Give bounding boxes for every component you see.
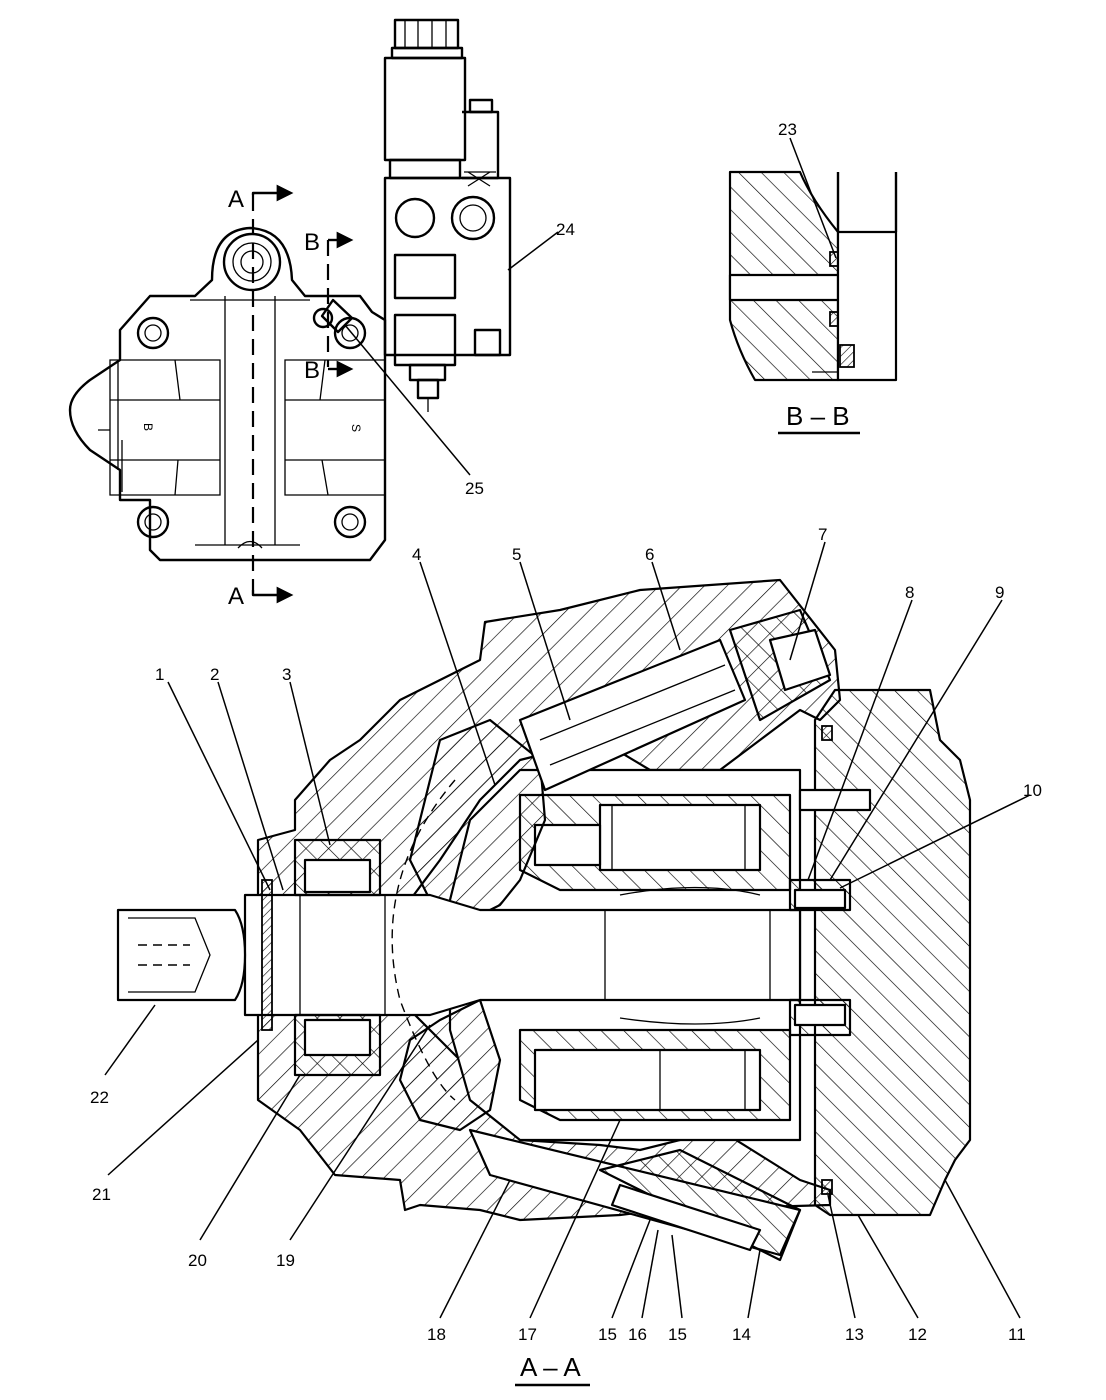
callout-11: 11 (944, 1179, 1026, 1344)
svg-text:2: 2 (210, 665, 219, 684)
seal-13 (821, 1179, 833, 1195)
section-aa-title: A – A (520, 1352, 581, 1382)
svg-text:17: 17 (518, 1325, 537, 1344)
svg-text:9: 9 (995, 583, 1004, 602)
callout-9: 9 (829, 583, 1004, 881)
callout-4: 4 (412, 545, 496, 786)
bolt-icon (136, 316, 367, 539)
port-block-b (109, 359, 221, 496)
callout-16: 16 (628, 1229, 659, 1344)
section-bb-title: B – B (786, 401, 850, 431)
svg-text:14: 14 (732, 1325, 751, 1344)
svg-text:18: 18 (427, 1325, 446, 1344)
svg-text:8: 8 (905, 583, 914, 602)
callout-19: 19 (276, 1024, 431, 1270)
svg-text:5: 5 (512, 545, 521, 564)
callout-1: 1 (155, 665, 271, 891)
callout-13: 13 (827, 1194, 864, 1344)
svg-text:20: 20 (188, 1251, 207, 1270)
swash-plate (408, 718, 547, 922)
callout-20: 20 (188, 1074, 301, 1270)
shaft-spline-end (116, 908, 247, 1002)
servo-piston-upper (518, 638, 747, 792)
callout-24: 24 (507, 220, 575, 271)
end-cover (813, 688, 972, 1217)
housing-outline (68, 226, 387, 562)
svg-text:1: 1 (155, 665, 164, 684)
port-block-s (284, 359, 386, 496)
svg-text:16: 16 (628, 1325, 647, 1344)
hidden-arc (391, 779, 456, 1101)
drive-shaft (243, 893, 802, 1017)
callout-18: 18 (427, 1179, 511, 1344)
svg-text:21: 21 (92, 1185, 111, 1204)
control-valve (383, 18, 512, 412)
svg-text:4: 4 (412, 545, 421, 564)
svg-text:22: 22 (90, 1088, 109, 1107)
callout-3: 3 (282, 665, 331, 846)
spring (619, 886, 761, 1025)
svg-text:15: 15 (598, 1325, 617, 1344)
svg-text:15: 15 (668, 1325, 687, 1344)
svg-text:11: 11 (1008, 1325, 1026, 1344)
callout-6: 6 (645, 545, 681, 651)
callout-22: 22 (90, 1004, 156, 1107)
callout-10: 10 (839, 781, 1042, 889)
callout-23: 23 (778, 120, 837, 259)
svg-text:10: 10 (1023, 781, 1042, 800)
svg-text:25: 25 (465, 479, 484, 498)
fitting-25 (312, 307, 334, 329)
center-rib (190, 296, 310, 546)
callout-2: 2 (210, 665, 284, 891)
callout-14: 14 (732, 1249, 761, 1344)
callout-25: 25 (344, 324, 484, 498)
callout-15b: 15 (668, 1234, 687, 1344)
svg-text:24: 24 (556, 220, 575, 239)
svg-text:19: 19 (276, 1251, 295, 1270)
callout-8: 8 (807, 583, 914, 881)
svg-text:7: 7 (818, 525, 827, 544)
callout-17: 17 (518, 1119, 621, 1344)
section-mark-b-bottom: B (304, 357, 320, 384)
section-aa: A – A (116, 578, 972, 1387)
section-mark-a-top: A (228, 186, 244, 213)
svg-text:12: 12 (908, 1325, 927, 1344)
housing-inner-line (117, 360, 123, 492)
shaft-seal (261, 879, 273, 1031)
section-mark-b-top: B (304, 229, 320, 256)
callout-7: 7 (789, 525, 827, 661)
svg-text:23: 23 (778, 120, 797, 139)
svg-text:6: 6 (645, 545, 654, 564)
port-mark-s: S (349, 424, 363, 432)
svg-text:3: 3 (282, 665, 291, 684)
callout-15a: 15 (598, 1219, 651, 1344)
svg-text:13: 13 (845, 1325, 864, 1344)
callouts: 1 2 3 4 5 6 7 8 9 10 11 12 13 14 15 16 1… (90, 120, 1042, 1344)
top-view: B S A A B B (68, 18, 512, 610)
port-mark-b: B (141, 423, 155, 431)
callout-21: 21 (92, 1039, 259, 1204)
pin-9 (798, 788, 872, 812)
section-bb: B – B (728, 170, 898, 435)
bb-plug (836, 230, 898, 382)
section-mark-a-bottom: A (228, 583, 244, 610)
callout-12: 12 (857, 1214, 927, 1344)
callout-5: 5 (512, 545, 571, 721)
